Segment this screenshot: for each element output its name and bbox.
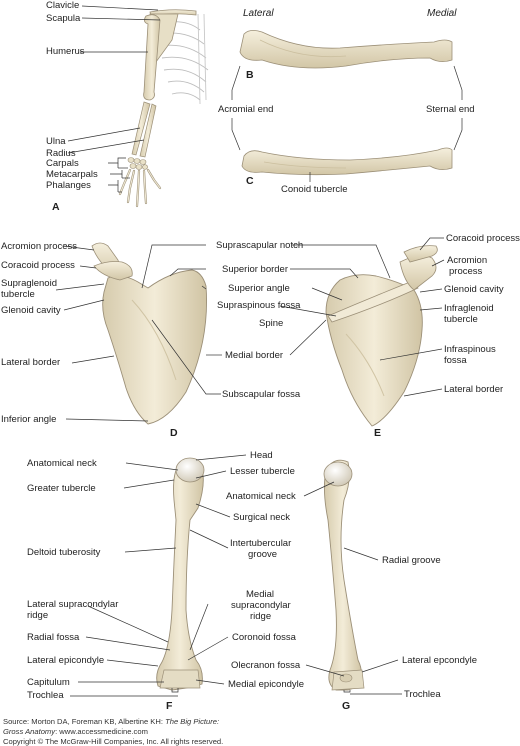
label-phalanges: Phalanges [46,180,91,191]
label-ulna: Ulna [46,136,66,147]
humerus-bone [143,14,161,101]
label-radial-groove: Radial groove [382,555,441,566]
label-acromion-2: process [449,266,483,277]
skeleton-upper-limb [67,5,209,208]
label-medial-epicondyle: Medial epicondyle [228,679,305,690]
label-sternal-end: Sternal end [426,104,475,115]
panel-letter-c: C [246,175,254,187]
label-humerus: Humerus [46,46,85,57]
label-capitulum: Capitulum [27,677,70,688]
label-glenoid-cavity-d: Glenoid cavity [1,305,61,316]
label-acromial-end: Acromial end [218,104,274,115]
scapula-anterior [55,242,222,425]
source-prefix: Source: Morton DA, Foreman KB, Albertine… [3,717,166,726]
copyright: Copyright © The McGraw-Hill Companies, I… [3,737,224,746]
label-medial-supra-3: ridge [250,611,272,622]
panel-letter-a: A [52,201,60,213]
spine-e [327,281,419,323]
label-scapula: Scapula [46,13,81,24]
panel-letter-b: B [246,69,254,81]
label-lateral: Lateral [243,8,274,19]
label-acromion-process-d: Acromion process [1,241,78,252]
label-infraspinous-2: fossa [444,355,467,366]
label-superior-angle: Superior angle [228,283,290,294]
label-medial-border: Medial border [225,350,284,361]
hand-bones [118,168,162,208]
label-infraglenoid-1: Infraglenoid [444,303,494,314]
clavicle-superior-view [239,30,453,69]
humerus-anterior [70,454,247,697]
label-conoid-tubercle: Conoid tubercle [281,184,348,195]
label-anatomical-neck-f: Anatomical neck [27,458,97,469]
coracoid-d [93,261,133,281]
scapula-posterior [279,237,445,427]
panel-letter-f: F [166,700,173,712]
label-intertubercular-2: groove [248,549,278,560]
source-citation-line-2: Gross Anatomy: www.accessmedicine.com [3,727,148,736]
label-suprascapular-notch: Suprascapular notch [216,240,304,251]
label-glenoid-cavity-e: Glenoid cavity [444,284,504,295]
humerus-posterior-bone [323,459,363,691]
label-lat-supracondylar-2: ridge [27,610,49,621]
label-acromion-1: Acromion [447,255,488,266]
label-medial-supra-1: Medial [246,589,274,600]
label-olecranon-fossa: Olecranon fossa [231,660,301,671]
label-carpals: Carpals [46,158,79,169]
label-trochlea-f: Trochlea [27,690,64,701]
humerus-anterior-bone [156,461,204,691]
panel-letter-d: D [170,427,178,439]
label-subscapular-fossa: Subscapular fossa [222,389,301,400]
label-lateral-epcondyle-g: Lateral epcondyle [402,655,477,666]
label-anatomical-neck-g: Anatomical neck [226,491,296,502]
label-supraglenoid-1: Supraglenoid [1,278,57,289]
label-clavicle: Clavicle [46,0,80,11]
coracoid-e [403,245,438,263]
label-coracoid-process-e: Coracoid process [446,233,520,244]
label-infraspinous-1: Infraspinous [444,344,496,355]
label-surgical-neck: Surgical neck [233,512,291,523]
humerus-posterior [303,459,402,695]
source-citation: Source: Morton DA, Foreman KB, Albertine… [3,717,219,726]
carpal-bones [127,157,148,170]
label-greater-tubercle: Greater tubercle [27,483,96,494]
ulna-bone [131,101,151,156]
label-intertubercular-1: Intertubercular [230,538,292,549]
clavicle-inferior-view [241,147,453,176]
label-medial-supra-2: supracondylar [231,600,291,611]
scapula-anterior-bone [102,269,207,425]
label-supraglenoid-2: tubercle [1,289,35,300]
source-url: : www.accessmedicine.com [55,727,148,736]
label-head: Head [250,450,273,461]
label-deltoid-tuberosity: Deltoid tuberosity [27,547,101,558]
clavicle-views [231,30,463,182]
label-spine: Spine [259,318,284,329]
label-supraspinous-fossa: Supraspinous fossa [217,300,301,311]
label-lesser-tubercle: Lesser tubercle [230,466,295,477]
label-radius: Radius [46,148,76,159]
label-radial-fossa: Radial fossa [27,632,80,643]
label-lateral-epicondyle: Lateral epicondyle [27,655,105,666]
label-coronoid-fossa: Coronoid fossa [232,632,296,643]
head-g [323,461,353,487]
panel-letter-e: E [374,427,382,439]
label-infraglenoid-2: tubercle [444,314,478,325]
label-medial: Medial [427,8,457,19]
label-inferior-angle: Inferior angle [1,414,57,425]
label-lateral-border-e: Lateral border [444,384,504,395]
radius-bone [139,103,157,158]
label-metacarpals: Metacarpals [46,169,98,180]
head-f [175,457,205,483]
panel-letter-g: G [342,700,351,712]
label-lateral-border-d: Lateral border [1,357,61,368]
source-title-1: The Big Picture: [165,717,220,726]
source-title-2: Gross Anatomy [3,727,56,736]
label-lat-supracondylar-1: Lateral supracondylar [27,599,119,610]
label-superior-border: Superior border [222,264,289,275]
label-coracoid-process-d: Coracoid process [1,260,75,271]
label-trochlea-g: Trochlea [404,689,441,700]
